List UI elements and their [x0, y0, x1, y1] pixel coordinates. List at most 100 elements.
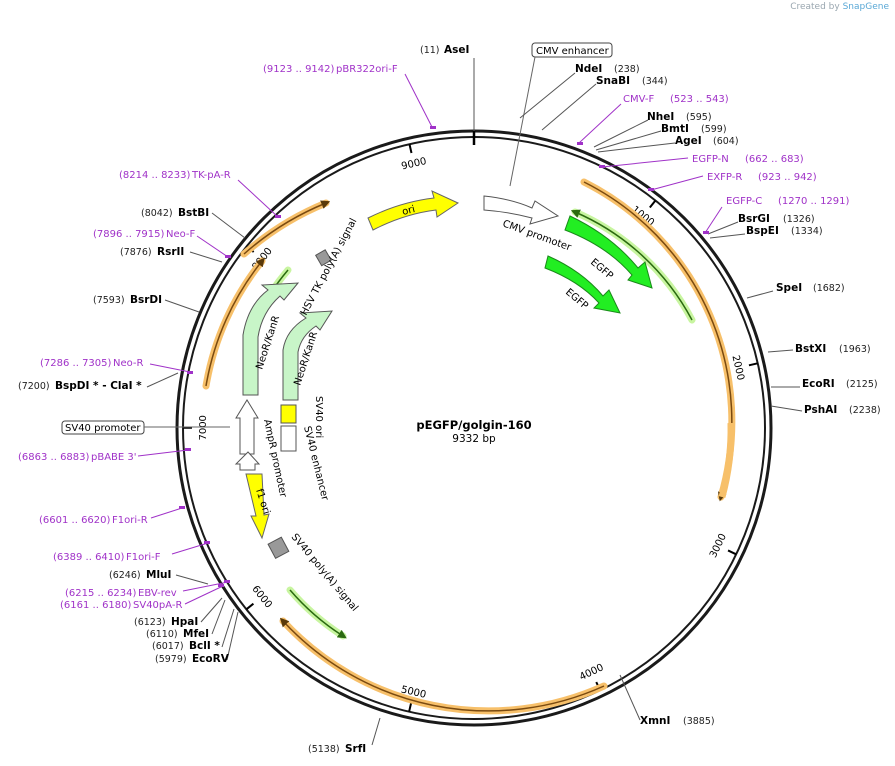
enzyme-pos: (1963) — [839, 344, 871, 355]
enzyme-label[interactable]: SpeI — [776, 282, 802, 294]
primer-range: (6389 .. 6410) — [53, 552, 125, 563]
primer-label[interactable]: EBV-rev — [138, 588, 177, 599]
green-arc-bottom-line — [289, 589, 347, 639]
sv40-promoter-feature[interactable] — [234, 451, 261, 471]
primer-label[interactable]: EGFP-N — [692, 154, 729, 165]
primer-label[interactable]: pBR322ori-F — [336, 64, 398, 75]
enzyme-label[interactable]: PshAI — [804, 404, 837, 416]
enzyme-label[interactable]: EcoRI — [802, 378, 835, 390]
sv40-ori-label: SV40 ori — [313, 396, 324, 438]
primer-range: (9123 .. 9142) — [263, 64, 335, 75]
sv40-polya-feature[interactable] — [267, 536, 290, 560]
ruler-tick-label: 2000 — [729, 354, 745, 381]
enzyme-label[interactable]: SrfI — [345, 743, 366, 755]
hsv-tk-label: HSV TK poly(A) signal — [299, 217, 360, 318]
enzyme-pos: (7593) — [93, 295, 125, 306]
enzyme-pos: (5138) — [308, 744, 340, 755]
orf-arc-left2 — [240, 199, 330, 258]
ruler-tick — [408, 144, 413, 154]
enzyme-pos: (2125) — [846, 379, 878, 390]
enzyme-label[interactable]: NdeI — [575, 63, 602, 75]
enzyme-pos: (11) — [420, 45, 440, 56]
enzyme-pos: (6123) — [134, 617, 166, 628]
enzyme-label[interactable]: BclI * — [189, 640, 220, 652]
sv40-promoter-label: SV40 promoter — [65, 423, 141, 434]
cmv-enhancer-label: CMV enhancer — [536, 46, 610, 57]
plasmid-length: 9332 bp — [452, 433, 496, 445]
primer-label[interactable]: TK-pA-R — [191, 170, 231, 181]
primer-range: (1270 .. 1291) — [778, 196, 850, 207]
enzyme-label[interactable]: HpaI — [171, 616, 198, 628]
sv40-enhancer-feature[interactable] — [280, 425, 297, 452]
orf-arc-left1-line — [205, 257, 265, 387]
primer-label[interactable]: EGFP-C — [726, 196, 762, 207]
ruler-tick — [649, 199, 657, 209]
primer-label[interactable]: Neo-F — [166, 229, 196, 240]
primer-label[interactable]: F1ori-R — [112, 515, 148, 526]
sv40-ori-feature[interactable] — [280, 404, 297, 424]
primer-label[interactable]: SV40pA-R — [133, 600, 182, 611]
enzyme-pos: (5979) — [155, 654, 187, 665]
primer-range: (7896 .. 7915) — [93, 229, 165, 240]
ori-label: ori — [401, 204, 416, 218]
enzyme-label[interactable]: EcoRV — [192, 653, 230, 665]
enzyme-label[interactable]: XmnI — [640, 715, 670, 727]
primer-marks — [179, 126, 709, 587]
primer-range: (923 .. 942) — [758, 172, 817, 183]
sv40-promoter-box[interactable]: SV40 promoter — [61, 420, 145, 435]
ruler-tick — [245, 602, 255, 611]
primer-label[interactable]: Neo-R — [113, 358, 144, 369]
enzyme-label[interactable]: BstXI — [795, 343, 826, 355]
enzyme-pos: (1682) — [813, 283, 845, 294]
primer-range: (6161 .. 6180) — [60, 600, 132, 611]
enzyme-label[interactable]: BstBI — [178, 207, 209, 219]
f1-ori-feature[interactable] — [245, 473, 270, 540]
orf-arc-bottom-line — [279, 617, 605, 712]
enzyme-label[interactable]: RsrII — [157, 246, 184, 258]
cmv-promoter-label: CMV promoter — [501, 218, 573, 253]
feature-arrows — [234, 190, 653, 560]
enzyme-label[interactable]: AseI — [444, 44, 469, 56]
ruler-tick — [748, 362, 758, 367]
primer-label[interactable]: F1ori-F — [126, 552, 161, 563]
enzyme-pos: (595) — [686, 112, 712, 123]
ruler-tick-label: 7000 — [198, 415, 209, 440]
primer-range: (7286 .. 7305) — [40, 358, 112, 369]
cmv-promoter-feature[interactable] — [483, 195, 560, 225]
enzyme-pos: (2238) — [849, 405, 881, 416]
egfp-feature-2[interactable] — [544, 255, 621, 314]
enzyme-pos: (1326) — [783, 214, 815, 225]
enzyme-label[interactable]: MfeI — [183, 628, 209, 640]
primer-label[interactable]: CMV-F — [623, 94, 654, 105]
enzyme-label[interactable]: SnaBI — [596, 75, 630, 87]
egfp-label-1: EGFP — [588, 257, 615, 282]
primer-range: (6215 .. 6234) — [65, 588, 137, 599]
enzyme-label[interactable]: BspDI * - ClaI * — [55, 380, 142, 392]
egfp-feature-1[interactable] — [564, 215, 653, 289]
primer-range: (662 .. 683) — [745, 154, 804, 165]
green-arc-bottom — [286, 586, 347, 640]
enzyme-pos: (6110) — [146, 629, 178, 640]
ampr-promoter-feature[interactable] — [235, 399, 259, 455]
enzyme-label[interactable]: BsrGI — [738, 213, 770, 225]
enzyme-pos: (7876) — [120, 247, 152, 258]
neokan-feature-1[interactable] — [242, 282, 300, 396]
enzyme-label[interactable]: BmtI — [661, 123, 689, 135]
primer-label[interactable]: pBABE 3' — [91, 452, 137, 463]
enzyme-pos: (6246) — [109, 570, 141, 581]
enzyme-label[interactable]: MluI — [146, 569, 171, 581]
enzyme-label[interactable]: NheI — [647, 111, 674, 123]
enzyme-label[interactable]: AgeI — [675, 135, 702, 147]
cmv-enhancer-box[interactable]: CMV enhancer — [531, 42, 613, 58]
snapgene-branding: Created by SnapGene — [790, 2, 889, 12]
orf-arcs — [202, 178, 736, 715]
primer-label[interactable]: EXFP-R — [707, 172, 742, 183]
hsv-tk-polya-feature[interactable] — [314, 249, 332, 267]
neokan-feature-2[interactable] — [282, 310, 333, 401]
enzyme-label[interactable]: BspEI — [746, 225, 779, 237]
orf-arc-left2-line — [243, 200, 331, 255]
enzyme-label[interactable]: BsrDI — [130, 294, 162, 306]
ori-feature[interactable] — [367, 190, 460, 231]
plasmid-name: pEGFP/golgin-160 — [416, 418, 531, 432]
